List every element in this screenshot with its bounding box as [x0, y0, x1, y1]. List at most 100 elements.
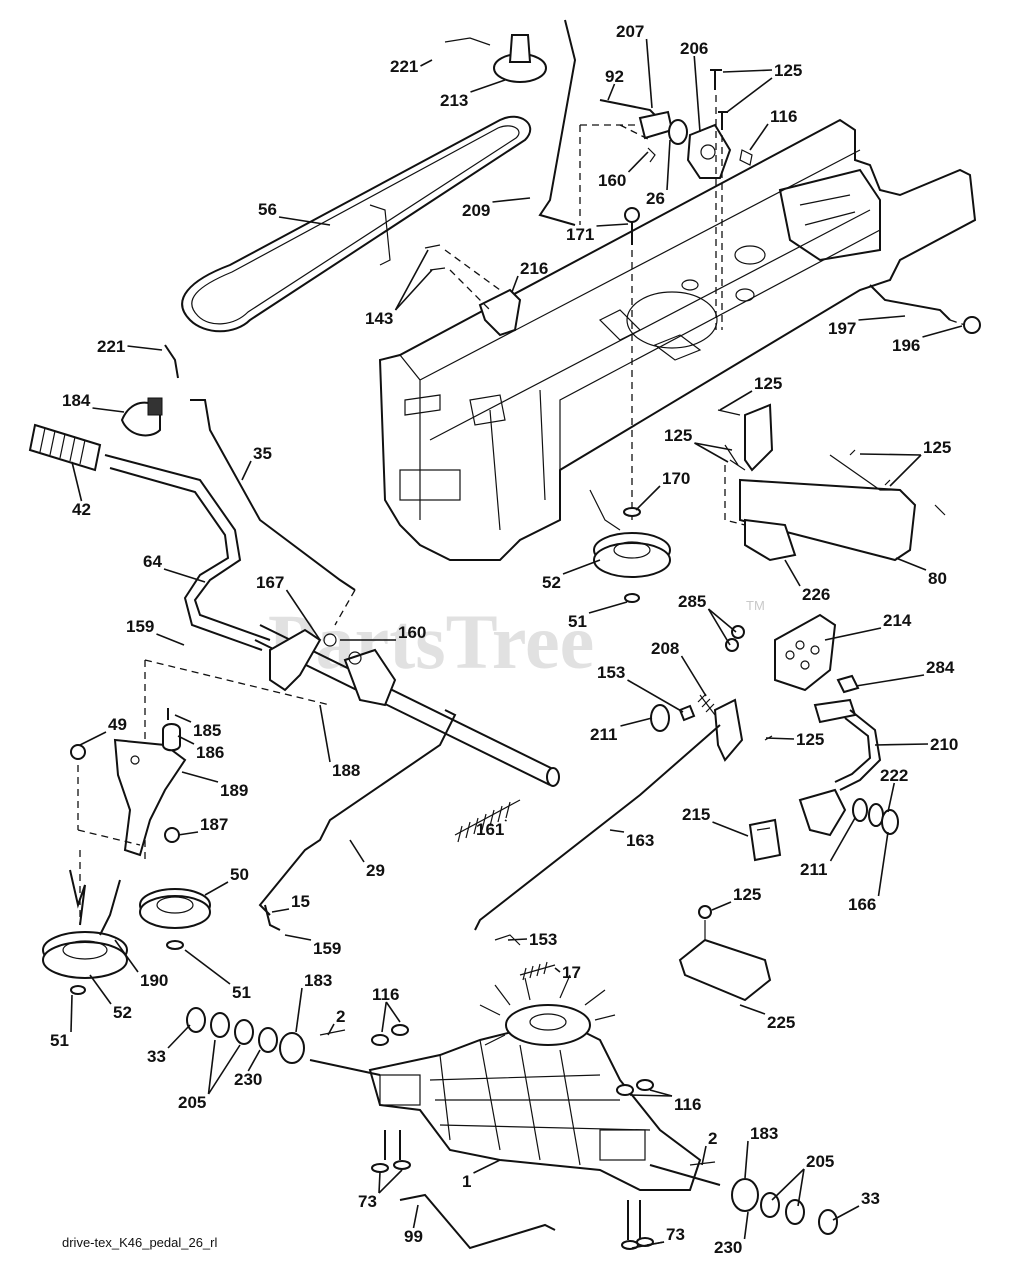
callout-label: 15: [291, 892, 310, 911]
callout-label: 185: [193, 721, 221, 740]
callout-label: 163: [626, 831, 654, 850]
callout-label: 214: [883, 611, 912, 630]
leader-line: [473, 1159, 501, 1174]
leader-line: [114, 939, 139, 973]
callout-label: 209: [462, 201, 490, 220]
leader-line: [649, 1089, 673, 1097]
brake-pedal-210: [798, 698, 882, 837]
leader-line: [743, 1211, 749, 1240]
callout-label: 207: [616, 22, 644, 41]
leader-line: [739, 1004, 766, 1015]
leader-line: [181, 771, 219, 783]
callout-label: 80: [928, 569, 947, 588]
leader-line: [295, 987, 303, 1033]
leader-line: [378, 1171, 381, 1194]
callout-label: 50: [230, 865, 249, 884]
callout-label: 167: [256, 573, 284, 592]
leader-line: [381, 1001, 388, 1033]
leader-line: [167, 1024, 191, 1049]
leader-line: [832, 1205, 860, 1221]
callout-label: 171: [566, 225, 594, 244]
callout-label: 2: [336, 1007, 345, 1026]
callout-label: 73: [358, 1192, 377, 1211]
leader-line: [922, 325, 963, 338]
chassis-frame: [378, 118, 977, 561]
callout-label: 42: [72, 500, 91, 519]
leader-line: [241, 460, 252, 481]
leader-line: [693, 55, 701, 133]
callout-label: 160: [398, 623, 426, 642]
callout-label: 205: [806, 1152, 834, 1171]
leader-line: [607, 83, 616, 101]
cap-184: [120, 397, 163, 437]
callout-label: 125: [774, 61, 802, 80]
callout-label: 222: [880, 766, 908, 785]
callout-label: 210: [930, 735, 958, 754]
leader-line: [394, 249, 429, 311]
leader-line: [174, 714, 192, 723]
leader-line: [92, 407, 125, 413]
bracket-125-right: [717, 403, 774, 472]
callout-label: 35: [253, 444, 272, 463]
callout-label: 17: [562, 963, 581, 982]
callout-label: 284: [926, 658, 955, 677]
callout-label: 208: [651, 639, 679, 658]
callout-label: 205: [178, 1093, 206, 1112]
leader-line: [504, 819, 507, 822]
callout-label: 159: [126, 617, 154, 636]
callout-label: 33: [861, 1189, 880, 1208]
leader-line: [71, 461, 83, 502]
leader-line: [694, 442, 729, 463]
leader-line: [177, 735, 195, 745]
leader-line: [184, 949, 231, 985]
leader-line: [744, 1140, 749, 1179]
pivot-207: [599, 99, 688, 163]
callout-label: 64: [143, 552, 162, 571]
leader-line: [271, 908, 290, 913]
transaxle-1: [309, 974, 721, 1191]
callout-label: 206: [680, 39, 708, 58]
bolt-171: [624, 207, 640, 520]
callout-label: 230: [234, 1070, 262, 1089]
leader-line: [722, 69, 773, 73]
cross-shaft-188: [144, 624, 560, 860]
leader-line: [858, 315, 906, 321]
callout-label: 215: [682, 805, 710, 824]
bracket-226: [744, 518, 797, 562]
rod-163: [474, 698, 773, 931]
callout-label: 159: [313, 939, 341, 958]
leader-line: [620, 717, 653, 727]
leader-line: [412, 1204, 419, 1229]
watermark-tm: TM: [746, 598, 765, 613]
callout-label: 213: [440, 91, 468, 110]
leader-line: [609, 829, 625, 833]
spring-161: [454, 799, 521, 843]
callout-label: 51: [232, 983, 251, 1002]
leader-line: [562, 559, 601, 575]
leader-line: [278, 216, 331, 226]
leader-line: [327, 1023, 335, 1036]
leader-line: [319, 704, 331, 763]
callout-label: 161: [476, 820, 504, 839]
callout-label: 51: [50, 1031, 69, 1050]
callout-label: 285: [678, 592, 706, 611]
leader-line: [511, 275, 519, 293]
leader-line: [349, 839, 365, 863]
rod-99: [399, 1193, 556, 1250]
leader-line: [492, 197, 531, 203]
callout-label: 125: [796, 730, 824, 749]
callout-label: 99: [404, 1227, 423, 1246]
callout-label: 1: [462, 1172, 471, 1191]
callout-label: 166: [848, 895, 876, 914]
leader-line: [627, 679, 684, 713]
leader-line: [79, 731, 107, 746]
leader-line: [646, 1241, 665, 1246]
lever-knob-213: [444, 34, 547, 83]
callout-label: 226: [802, 585, 830, 604]
callout-label: 197: [828, 319, 856, 338]
callout-label: 73: [666, 1225, 685, 1244]
pulley-52-left: [42, 850, 128, 995]
callout-label: 187: [200, 815, 228, 834]
leader-line: [711, 901, 732, 911]
